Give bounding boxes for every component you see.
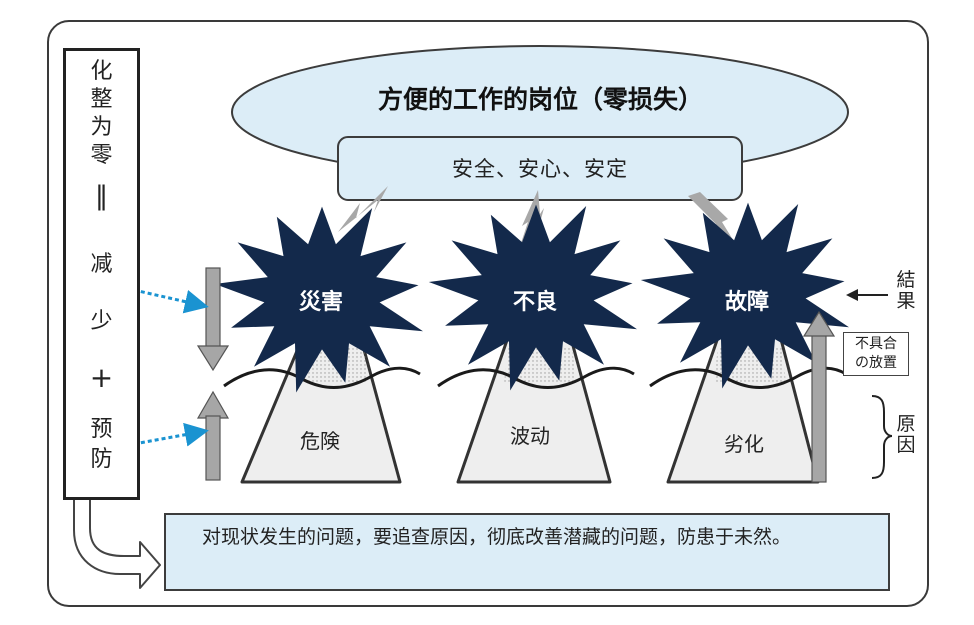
burst-defect <box>428 204 637 391</box>
down-arrow-icon <box>196 267 230 372</box>
bolt-1 <box>338 186 388 232</box>
up-arrow-icon <box>196 390 230 481</box>
left-char-2: 整 <box>90 87 113 112</box>
cause-label-3: 劣化 <box>724 432 764 456</box>
wave-line-1 <box>223 366 421 389</box>
left-char-plus: + <box>89 361 114 394</box>
defect-line-1: 不具合 <box>855 336 897 352</box>
bottom-flow-arrow-icon <box>73 497 161 589</box>
left-char-reduce-1: 减 <box>90 252 113 277</box>
result-label-3: 故障 <box>724 290 769 315</box>
left-panel <box>63 48 140 500</box>
result-label-2: 不良 <box>512 290 557 315</box>
cause-brace-icon <box>871 395 893 479</box>
wave-line-2 <box>437 366 635 389</box>
goal-subtitle: 安全、安心、安定 <box>452 157 628 181</box>
prevent-connector <box>133 422 209 447</box>
burst-failure <box>640 202 849 389</box>
left-char-4: 零 <box>90 143 113 168</box>
left-char-reduce-2: 少 <box>90 309 113 334</box>
bottom-note-text: 对现状发生的问题，要追查原因，彻底改善潜藏的问题，防患于未然。 <box>202 526 792 548</box>
cause-label-1: 危険 <box>300 429 340 453</box>
left-char-prevent-1: 预 <box>90 417 113 442</box>
result-label-1: 災害 <box>298 290 343 315</box>
reduce-connector <box>133 288 209 314</box>
neglect-arrow-icon <box>802 310 836 483</box>
bottom-note-box <box>164 513 890 591</box>
result-side-label: 結果 <box>896 269 916 312</box>
cause-side-label: 原因 <box>896 413 916 456</box>
left-char-equal: ‖ <box>95 181 108 211</box>
outer-frame <box>47 20 929 607</box>
left-char-3: 为 <box>90 115 113 140</box>
defect-neglect-box: 不具合 の放置 <box>843 332 909 376</box>
burst-disaster <box>214 206 423 393</box>
left-char-1: 化 <box>90 59 113 84</box>
result-pointer-icon <box>846 289 888 301</box>
defect-line-2: の放置 <box>855 355 897 371</box>
goal-title: 方便的工作的岗位（零损失） <box>377 85 703 114</box>
cause-label-2: 波动 <box>510 424 550 448</box>
safety-box <box>337 136 743 201</box>
left-char-prevent-2: 防 <box>90 447 113 472</box>
